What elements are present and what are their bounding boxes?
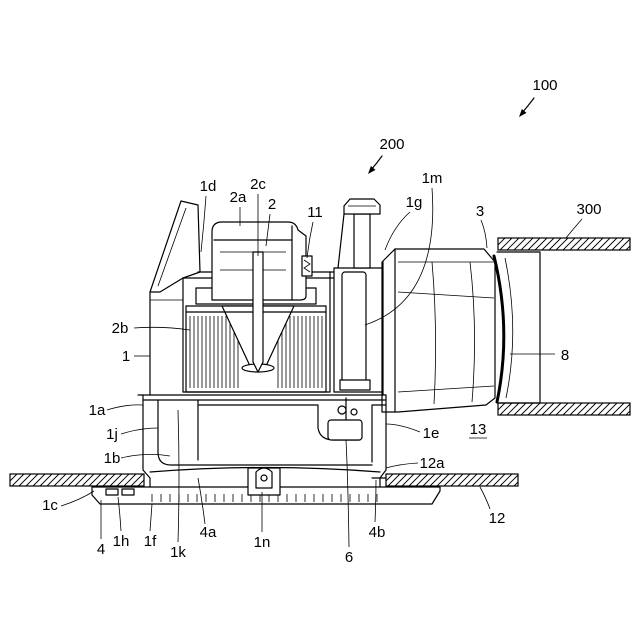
ref-label-1: 1 <box>122 348 130 365</box>
ref-label-1g: 1g <box>406 194 423 211</box>
ref-label-1j: 1j <box>106 426 118 443</box>
center-hook-pin <box>261 475 267 481</box>
component-6 <box>328 398 362 440</box>
ref-label-100: 100 <box>532 77 557 94</box>
center-hook <box>248 468 280 495</box>
ref-label-11: 11 <box>307 204 323 221</box>
ref-label-3: 3 <box>476 203 484 220</box>
ref-label-12a: 12a <box>419 455 445 472</box>
duct-connection <box>494 252 540 403</box>
ref-label-2c: 2c <box>250 176 266 193</box>
component-6-pivot-b <box>351 409 357 415</box>
ref-label-6: 6 <box>345 549 353 566</box>
ref-label-1h: 1h <box>113 533 130 550</box>
ref-label-2: 2 <box>268 196 276 213</box>
ref-label-8: 8 <box>561 347 569 364</box>
leader-line-11 <box>307 222 313 258</box>
motor-shaft <box>253 252 263 372</box>
duct <box>498 238 630 415</box>
ref-label-2b: 2b <box>112 320 129 337</box>
leader-line-1k <box>178 410 179 542</box>
top-fitting-pipe <box>354 214 370 268</box>
ref-label-1c: 1c <box>42 497 58 514</box>
ref-label-1m: 1m <box>422 170 443 187</box>
leader-line-1j <box>121 428 158 434</box>
ref-label-4: 4 <box>97 541 105 558</box>
panel-small-block-a <box>106 489 118 495</box>
frame-right-bracket <box>372 405 386 462</box>
duct-connection-inner-line <box>505 258 513 398</box>
leader-line-1g <box>385 212 410 250</box>
leader-line-300 <box>566 219 582 238</box>
ref-label-12: 12 <box>489 510 506 527</box>
adapter <box>382 249 495 412</box>
ref-label-1k: 1k <box>170 544 186 561</box>
top-fitting <box>338 199 380 268</box>
ref-label-2a: 2a <box>230 189 247 206</box>
leader-line-1d <box>201 196 206 252</box>
ref-label-1e: 1e <box>423 425 440 442</box>
ref-label-200: 200 <box>379 136 404 153</box>
leader-line-1b <box>121 454 170 458</box>
ref-label-1d: 1d <box>200 178 217 195</box>
ref-label-1f: 1f <box>144 533 157 550</box>
top-fitting-cap <box>344 199 380 214</box>
damper-column-inner <box>342 272 366 386</box>
damper-column-base <box>340 380 370 390</box>
ref-label-13: 13 <box>470 421 487 438</box>
panel-small-block-b <box>122 489 134 495</box>
leader-line-1f <box>150 504 152 531</box>
ref-label-1b: 1b <box>104 450 121 467</box>
ref-label-300: 300 <box>576 201 601 218</box>
component-6-pivot-a <box>338 406 346 414</box>
leader-line-12a <box>386 463 418 468</box>
leader-line-2b <box>134 327 190 330</box>
leader-line-1e <box>386 424 420 432</box>
ref-label-1a: 1a <box>89 402 106 419</box>
adapter-body <box>382 249 495 412</box>
ref-label-4b: 4b <box>369 524 386 541</box>
top-fitting-connector <box>338 214 344 268</box>
arrow-100-head <box>519 109 527 117</box>
arrow-200-head <box>368 166 376 174</box>
component-11 <box>302 256 312 276</box>
component-6-body <box>328 420 362 440</box>
ref-label-1n: 1n <box>254 534 271 551</box>
leader-line-12 <box>480 487 490 509</box>
ref-label-4a: 4a <box>200 524 217 541</box>
leader-line-3 <box>481 220 487 248</box>
leader-line-1c <box>61 491 94 506</box>
leader-line-1a <box>107 405 143 410</box>
damper-column <box>334 268 382 392</box>
